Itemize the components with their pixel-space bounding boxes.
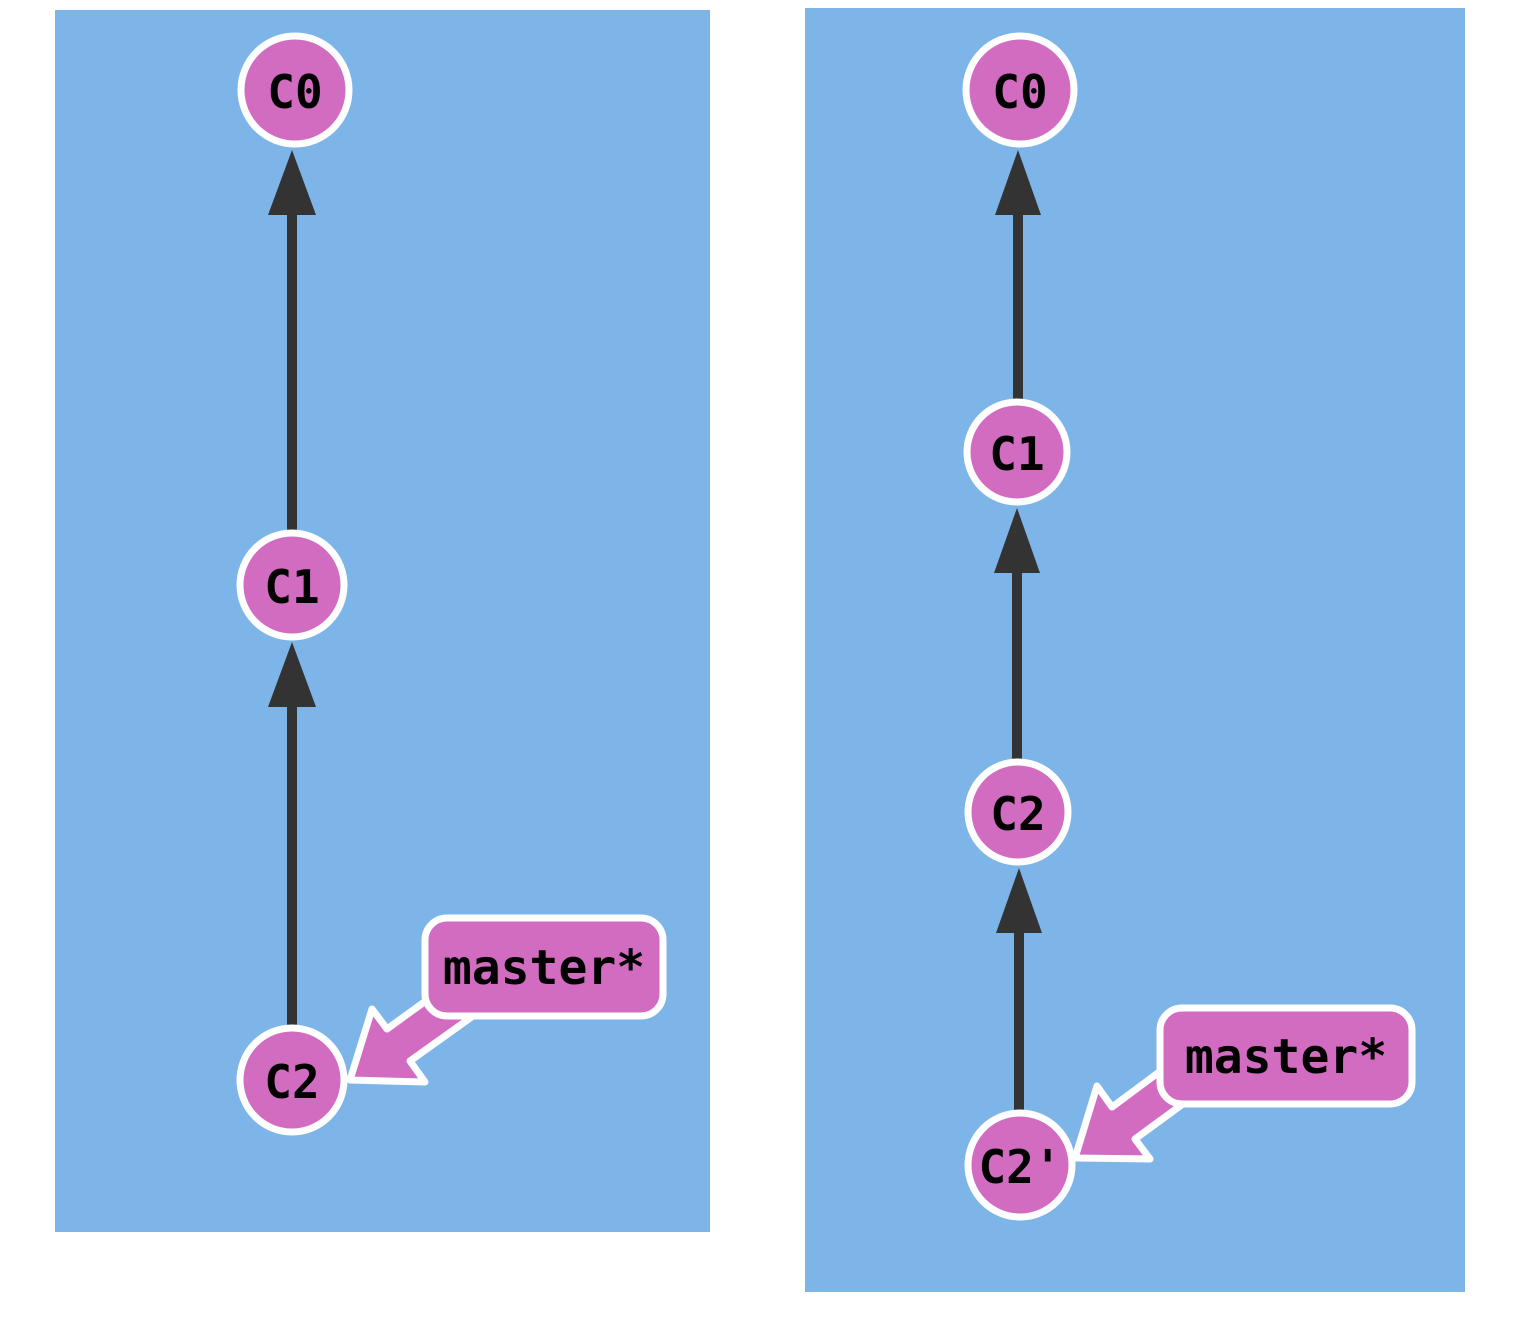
commit-node-c1: C1 xyxy=(236,529,348,641)
git-graph-svg-before: C0 C1 C2 master* xyxy=(236,32,667,1136)
commit-node-c0: C0 xyxy=(962,32,1078,148)
commit-circle-c2-prime xyxy=(964,1109,1076,1221)
commit-label-c0: C0 xyxy=(992,65,1047,119)
commit-node-c2: C2 xyxy=(236,1024,348,1136)
branch-badge-label: master* xyxy=(443,940,645,996)
commit-label-c2-prime: C2' xyxy=(978,1140,1061,1194)
branch-badge xyxy=(421,914,667,1020)
commit-node-c1: C1 xyxy=(963,398,1071,506)
commit-label-c0: C0 xyxy=(267,65,322,119)
commit-label-c1: C1 xyxy=(989,427,1044,481)
commit-label-c2: C2 xyxy=(264,1055,319,1109)
edge-arrowhead-c2-c1 xyxy=(268,642,316,707)
commit-circle-c2 xyxy=(236,1024,348,1136)
branch-badge-label: master* xyxy=(1185,1029,1387,1085)
branch-label-master: master* xyxy=(421,914,667,1020)
commit-circle-c2 xyxy=(964,758,1072,866)
commit-label-c1: C1 xyxy=(264,560,319,614)
commit-node-c2-prime: C2' xyxy=(964,1109,1076,1221)
edge-arrowhead-c1-c0 xyxy=(268,150,316,215)
commit-circle-c1 xyxy=(963,398,1071,506)
commit-circle-c1 xyxy=(236,529,348,641)
git-graph-panel-after: C0 C1 C2 C2' master* xyxy=(805,8,1465,1292)
commit-circle-c0 xyxy=(962,32,1078,148)
edge-arrowhead-c2p-c2 xyxy=(996,868,1042,933)
commit-node-c2: C2 xyxy=(964,758,1072,866)
commit-circle-c0 xyxy=(237,32,353,148)
git-graph-svg-after: C0 C1 C2 C2' master* xyxy=(962,32,1416,1221)
edge-arrowhead-c2-c1 xyxy=(994,508,1040,573)
git-graph-panel-before: C0 C1 C2 master* xyxy=(55,10,710,1232)
edge-arrowhead-c1-c0 xyxy=(995,150,1041,215)
branch-label-master: master* xyxy=(1156,1004,1416,1108)
commit-label-c2: C2 xyxy=(990,787,1045,841)
commit-node-c0: C0 xyxy=(237,32,353,148)
branch-badge xyxy=(1156,1004,1416,1108)
